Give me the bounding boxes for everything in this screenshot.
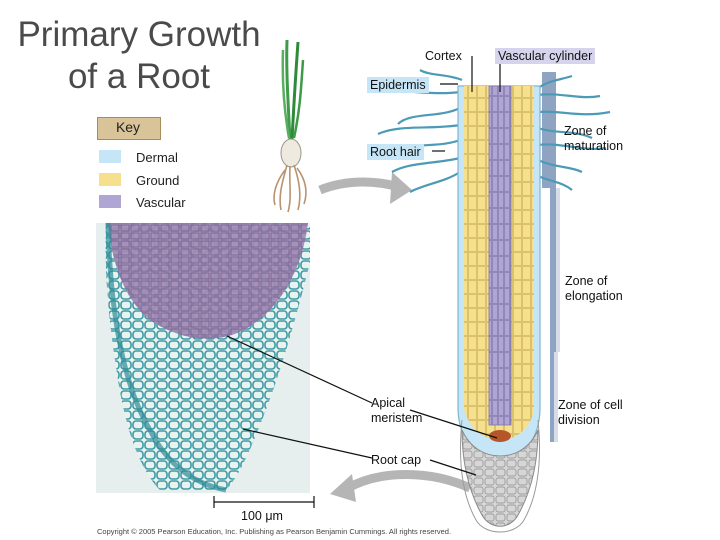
- title-line-2: of a Root: [67, 57, 211, 96]
- top-arrow-head: [390, 172, 412, 204]
- root-cap-region: [461, 429, 539, 527]
- zone-bar-elongation: [550, 188, 560, 352]
- label-cortex: Cortex: [425, 49, 462, 63]
- root-tip-micrograph: [96, 222, 310, 493]
- label-vascular-cylinder: Vascular cylinder: [495, 48, 596, 64]
- label-zone-of-elongation: Zone of elongation: [565, 274, 623, 303]
- label-scale-bar: 100 μm: [241, 509, 283, 523]
- top-arrow: [318, 177, 397, 195]
- key-swatch-ground: [99, 173, 121, 186]
- key-title: Key: [115, 119, 141, 135]
- key-swatch-dermal: [99, 150, 121, 163]
- seedling-illustration: [273, 39, 307, 213]
- key-swatch-vascular: [99, 195, 121, 208]
- key-label-ground: Ground: [136, 173, 180, 188]
- label-zone-of-maturation: Zone of maturation: [564, 124, 624, 153]
- bottom-arrow: [345, 470, 472, 493]
- key-header-box: [97, 117, 161, 140]
- key-label-vascular: Vascular: [136, 195, 186, 210]
- root-longitudinal-section: [371, 69, 611, 533]
- bottom-arrow-head: [330, 474, 356, 502]
- key-label-dermal: Dermal: [136, 150, 178, 165]
- leader-lines: [226, 56, 501, 476]
- copyright-notice: Copyright © 2005 Pearson Education, Inc.…: [97, 527, 452, 536]
- label-root-hair: Root hair: [367, 144, 424, 160]
- label-epidermis: Epidermis: [367, 77, 429, 93]
- title-line-1: Primary Growth: [17, 15, 261, 54]
- label-root-cap: Root cap: [371, 453, 422, 467]
- diagram-title: Primary Growth of a Root: [8, 14, 270, 98]
- label-apical-meristem: Apical meristem: [371, 396, 423, 425]
- label-zone-of-cell-division: Zone of cell division: [558, 398, 623, 427]
- apical-meristem-region: [489, 430, 511, 442]
